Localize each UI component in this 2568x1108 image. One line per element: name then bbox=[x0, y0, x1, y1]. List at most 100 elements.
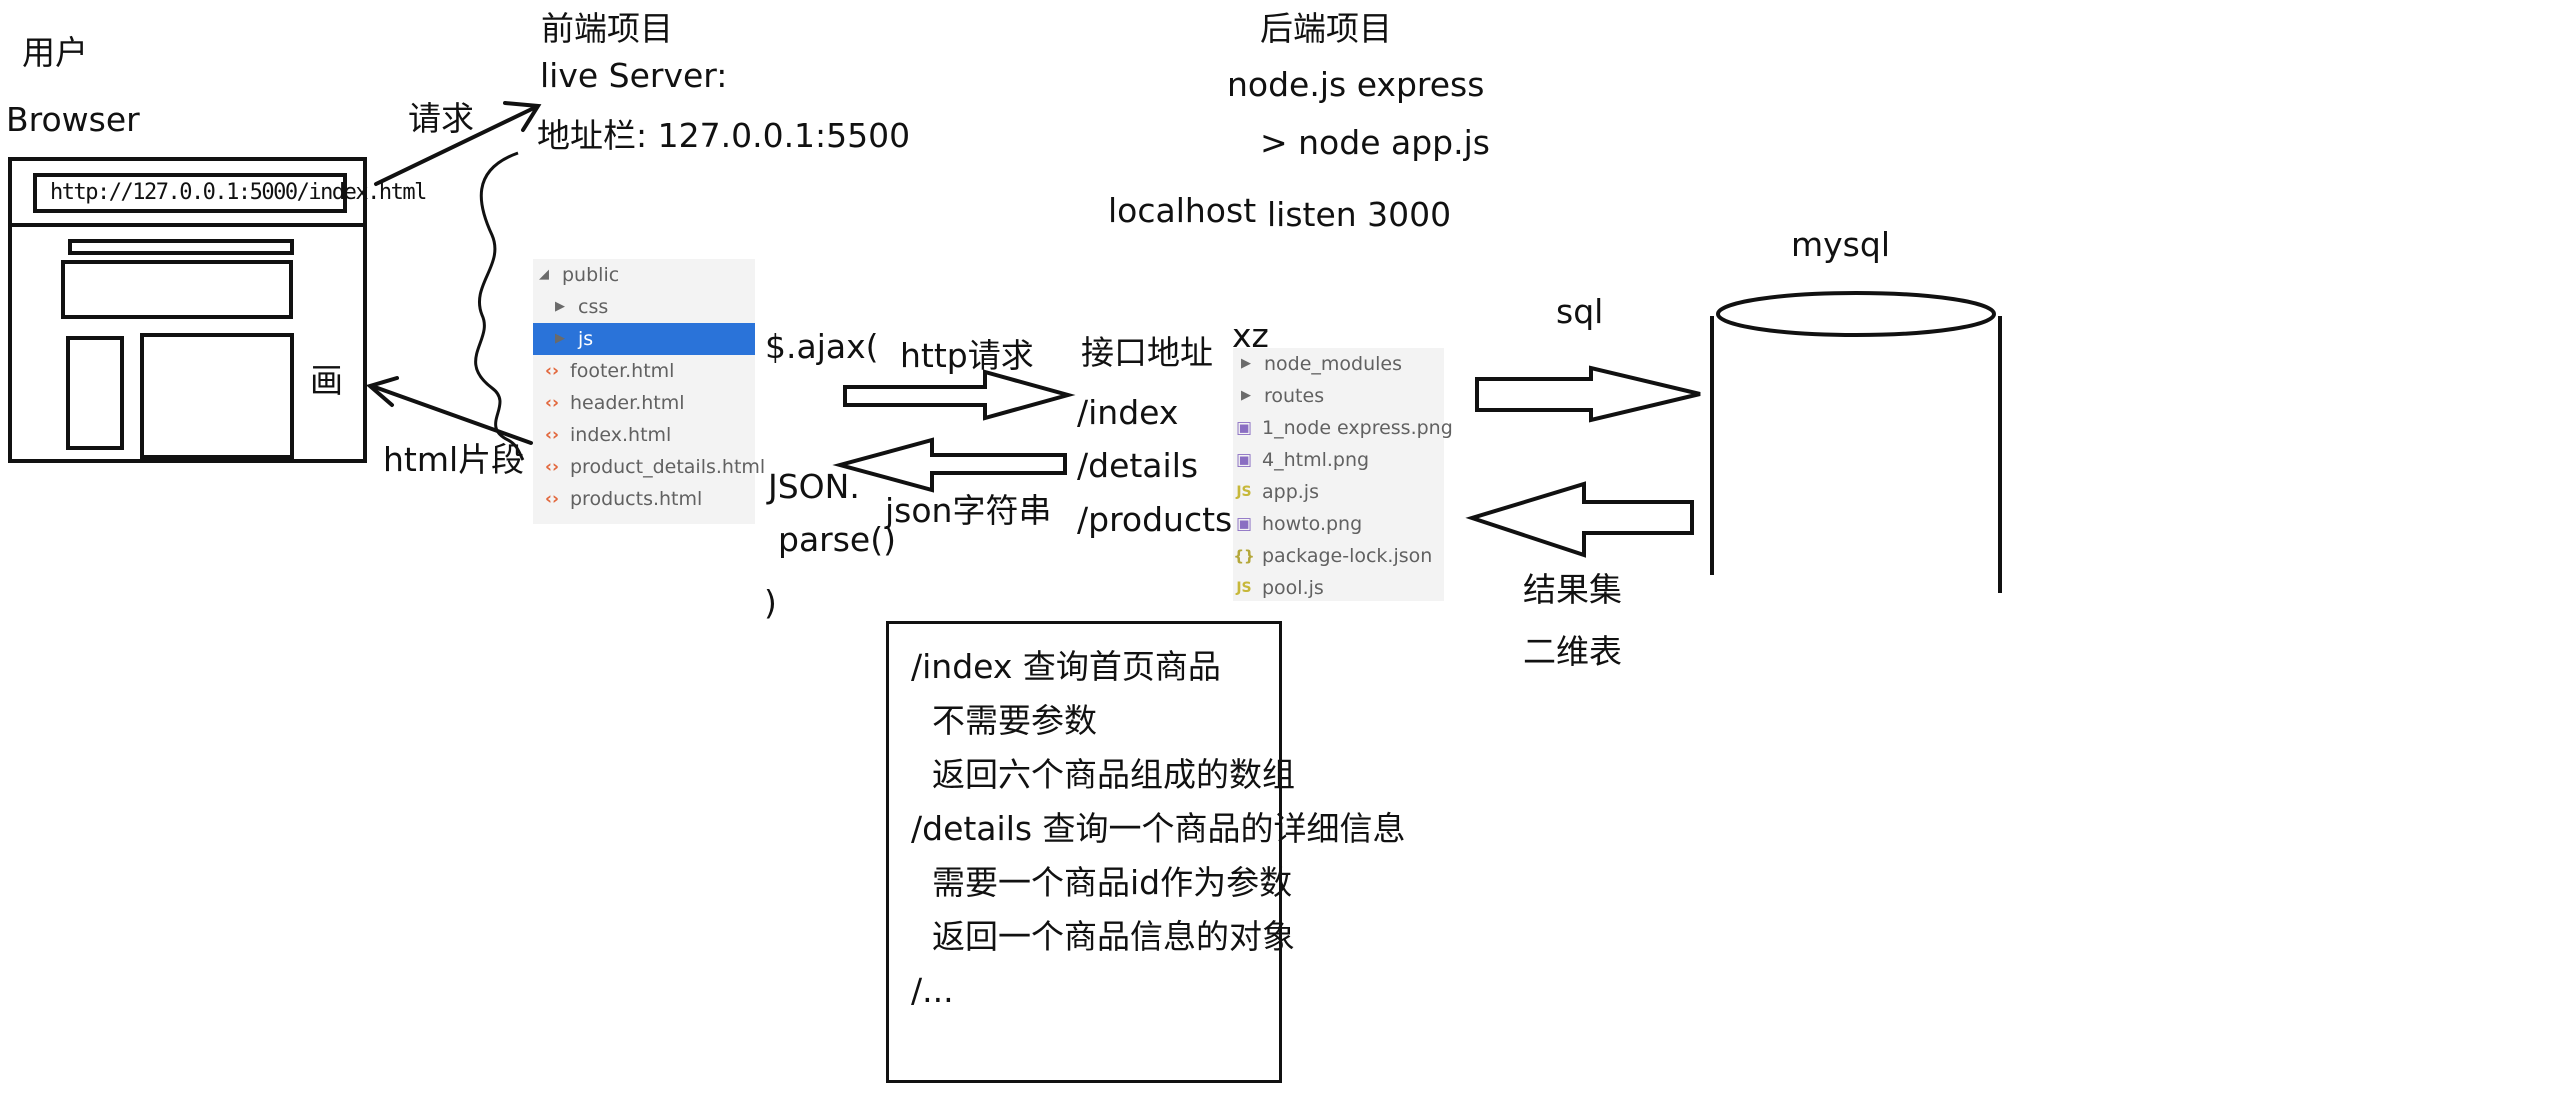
tree-item-1-node-express-png[interactable]: ▣ 1_node express.png bbox=[1233, 412, 1453, 444]
tree-item-label: public bbox=[562, 264, 620, 286]
backend-framework: node.js express bbox=[1227, 65, 1485, 104]
backend-title: 后端项目 bbox=[1260, 9, 1392, 48]
browser-address-url: http://127.0.0.1:5000/index.html bbox=[50, 180, 427, 205]
endpoint-details: /details bbox=[1077, 446, 1199, 485]
html-fragment-label: html片段 bbox=[383, 440, 525, 479]
tree-item-public[interactable]: ◢ public bbox=[533, 259, 755, 291]
browser-address-bar bbox=[33, 173, 347, 213]
api-note-line: /index 查询首页商品 bbox=[911, 647, 1221, 686]
tree-item-4-html-png[interactable]: ▣ 4_html.png bbox=[1233, 444, 1444, 476]
tree-item-product-details-html[interactable]: ‹› product_details.html bbox=[533, 451, 765, 483]
json-file-icon: {} bbox=[1233, 547, 1255, 565]
json-string-arrow bbox=[832, 437, 1067, 493]
api-notes-box: /index 查询首页商品 不需要参数 返回六个商品组成的数组 /details… bbox=[886, 621, 1406, 1083]
tree-item-label: 4_html.png bbox=[1262, 449, 1370, 471]
tree-item-label: index.html bbox=[570, 424, 672, 446]
tree-item-products-html[interactable]: ‹› products.html bbox=[533, 483, 755, 515]
tree-item-css[interactable]: ▶ css bbox=[533, 291, 755, 323]
backend-host: localhost bbox=[1108, 191, 1257, 230]
frontend-server: live Server: bbox=[540, 56, 728, 95]
image-file-icon: ▣ bbox=[1235, 418, 1253, 438]
tree-item-label: css bbox=[578, 296, 609, 318]
browser-content-box bbox=[140, 333, 294, 459]
tree-item-label: js bbox=[578, 328, 594, 350]
request-arrow bbox=[374, 101, 542, 186]
tree-item-label: package-lock.json bbox=[1262, 545, 1433, 567]
chevron-right-icon: ▶ bbox=[1241, 356, 1251, 371]
tree-item-label: app.js bbox=[1262, 481, 1319, 503]
tree-item-label: 1_node express.png bbox=[1262, 417, 1453, 439]
tree-item-pool-js[interactable]: JS pool.js bbox=[1233, 572, 1444, 604]
tree-item-index-html[interactable]: ‹› index.html bbox=[533, 419, 755, 451]
backend-file-tree: ▶node_modules▶routes▣1_node express.png▣… bbox=[1233, 348, 1453, 604]
mysql-label: mysql bbox=[1791, 225, 1890, 264]
tree-item-label: products.html bbox=[570, 488, 703, 510]
tree-item-label: routes bbox=[1264, 385, 1325, 407]
http-request-label: http请求 bbox=[900, 336, 1034, 375]
html-file-icon: ‹› bbox=[544, 361, 559, 381]
json-parse-line1: JSON. bbox=[768, 467, 860, 506]
browser-window-outline bbox=[8, 157, 367, 463]
two-dim-table-label: 二维表 bbox=[1523, 632, 1622, 671]
tree-item-header-html[interactable]: ‹› header.html bbox=[533, 387, 755, 419]
frontend-address: 地址栏: 127.0.0.1:5500 bbox=[537, 116, 911, 155]
sql-arrow bbox=[1475, 365, 1701, 423]
result-set-label: 结果集 bbox=[1523, 570, 1622, 609]
html-file-icon: ‹› bbox=[544, 425, 559, 445]
tree-item-label: product_details.html bbox=[570, 456, 766, 478]
tree-item-label: footer.html bbox=[570, 360, 675, 382]
tree-item-js[interactable]: ▶ js bbox=[533, 323, 755, 355]
tree-item-howto-png[interactable]: ▣howto.png bbox=[1233, 508, 1444, 540]
api-note-line: /... bbox=[911, 971, 954, 1010]
html-file-icon: ‹› bbox=[544, 457, 559, 477]
user-label: 用户 bbox=[22, 33, 88, 72]
js-file-icon: JS bbox=[1236, 484, 1252, 500]
api-note-line: /details 查询一个商品的详细信息 bbox=[911, 809, 1406, 848]
tree-item-label: pool.js bbox=[1262, 577, 1324, 599]
tree-item-node-modules[interactable]: ▶ node_modules bbox=[1233, 348, 1444, 380]
tree-item-label: node_modules bbox=[1264, 353, 1403, 375]
json-string-label: json字符串 bbox=[885, 491, 1052, 530]
chevron-down-icon: ◢ bbox=[539, 267, 549, 282]
tree-item-label: header.html bbox=[570, 392, 685, 414]
browser-nav-strip bbox=[68, 239, 294, 255]
frontend-file-tree: ◢ public ▶ css ▶ js ‹› footer.html ‹› header.html… bbox=[533, 259, 765, 524]
paint-label: 画 bbox=[310, 361, 343, 400]
squiggle-brace bbox=[474, 151, 525, 461]
ajax-close-paren: ) bbox=[764, 583, 777, 622]
image-file-icon: ▣ bbox=[1235, 450, 1253, 470]
tree-item-label: howto.png bbox=[1262, 513, 1363, 535]
tree-item-footer-html[interactable]: ‹› footer.html bbox=[533, 355, 755, 387]
chevron-right-icon: ▶ bbox=[1241, 388, 1251, 403]
endpoint-products: /products bbox=[1077, 500, 1233, 539]
ajax-call: $.ajax( bbox=[765, 327, 879, 366]
frontend-title: 前端项目 bbox=[541, 9, 673, 48]
api-note-line: 返回六个商品组成的数组 bbox=[911, 755, 1295, 794]
tree-item-app-js[interactable]: JS app.js bbox=[1233, 476, 1444, 508]
backend-listen: listen 3000 bbox=[1267, 195, 1452, 234]
http-request-arrow bbox=[843, 369, 1076, 421]
browser-banner-box bbox=[61, 260, 293, 319]
chevron-right-icon: ▶ bbox=[555, 299, 565, 314]
html-fragment-arrow bbox=[365, 376, 533, 445]
browser-sidebar-box bbox=[66, 336, 124, 450]
backend-command: > node app.js bbox=[1260, 123, 1490, 162]
result-set-arrow bbox=[1465, 481, 1694, 558]
endpoints-title: 接口地址 bbox=[1081, 333, 1213, 372]
api-note-line: 返回一个商品信息的对象 bbox=[911, 917, 1295, 956]
mysql-cylinder bbox=[1710, 291, 2002, 593]
api-note-line: 不需要参数 bbox=[911, 701, 1097, 740]
js-file-icon: JS bbox=[1236, 580, 1252, 596]
json-parse-line2: parse() bbox=[778, 520, 896, 559]
tree-item-routes[interactable]: ▶ routes bbox=[1233, 380, 1444, 412]
api-note-line: 需要一个商品id作为参数 bbox=[911, 863, 1293, 902]
endpoint-index: /index bbox=[1077, 393, 1179, 432]
chevron-right-icon: ▶ bbox=[555, 331, 565, 346]
request-label: 请求 bbox=[408, 99, 474, 138]
browser-label: Browser bbox=[6, 100, 140, 139]
tree-item-package-lock-json[interactable]: {} package-lock.json bbox=[1233, 540, 1444, 572]
html-file-icon: ‹› bbox=[544, 393, 559, 413]
html-file-icon: ‹› bbox=[544, 489, 559, 509]
sql-label: sql bbox=[1556, 292, 1604, 331]
